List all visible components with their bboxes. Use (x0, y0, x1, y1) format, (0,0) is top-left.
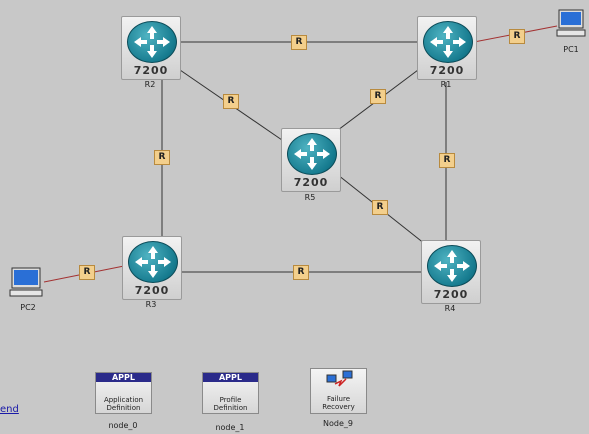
router-r4[interactable]: 7200 R4 (421, 240, 481, 316)
pc-pc2[interactable]: PC2 (8, 266, 48, 316)
router-model-label: 7200 (134, 284, 170, 297)
router-arrows-icon (127, 21, 177, 63)
link-badge-r2-r5[interactable]: R (223, 94, 239, 109)
profile-definition-icon: APPL Profile Definition (202, 372, 259, 414)
router-icon: 7200 (122, 236, 182, 300)
router-icon: 7200 (121, 16, 181, 80)
router-name: R1 (440, 80, 452, 89)
utility-subtitle: Definition (106, 404, 141, 412)
failure-recovery-icon: Failure Recovery (310, 368, 367, 414)
pc-name: PC2 (20, 303, 36, 312)
legend-link[interactable]: end (0, 404, 19, 415)
appl-header: APPL (96, 373, 151, 382)
pc-pc1[interactable]: PC1 (554, 8, 588, 58)
router-arrows-icon (427, 245, 477, 287)
utility-title: Profile (219, 396, 242, 404)
router-model-label: 7200 (433, 288, 469, 301)
pc-name: PC1 (563, 45, 579, 54)
application-definition-node[interactable]: APPL Application Definition node_0 (95, 372, 155, 432)
router-icon: 7200 (421, 240, 481, 304)
workstation-icon (9, 267, 43, 297)
router-arrows-icon (423, 21, 473, 63)
link-badge-r3-pc2[interactable]: R (79, 265, 95, 280)
router-model-label: 7200 (293, 176, 329, 189)
failure-recovery-node[interactable]: Failure Recovery Node_9 (310, 368, 367, 430)
router-name: R2 (144, 80, 156, 89)
link-badge-r1-r4[interactable]: R (439, 153, 455, 168)
utility-title: Application (103, 396, 144, 404)
router-icon: 7200 (281, 128, 341, 192)
router-name: R5 (304, 193, 316, 202)
utility-title: Failure (326, 395, 351, 403)
router-r5[interactable]: 7200 R5 (281, 128, 341, 204)
failure-link-icon (326, 370, 353, 387)
router-arrows-icon (287, 133, 337, 175)
link-badge-r3-r4[interactable]: R (293, 265, 309, 280)
link-badge-r1-r5[interactable]: R (370, 89, 386, 104)
router-r3[interactable]: 7200 R3 (122, 236, 182, 312)
appl-header: APPL (203, 373, 258, 382)
profile-definition-node[interactable]: APPL Profile Definition node_1 (202, 372, 262, 432)
utility-subtitle: Definition (213, 404, 248, 412)
router-icon: 7200 (417, 16, 477, 80)
link-badge-r1-pc1[interactable]: R (509, 29, 525, 44)
router-arrows-icon (128, 241, 178, 283)
application-definition-icon: APPL Application Definition (95, 372, 152, 414)
router-name: R3 (145, 300, 157, 309)
router-model-label: 7200 (429, 64, 465, 77)
router-name: R4 (444, 304, 456, 313)
node-label: node_0 (108, 421, 138, 430)
utility-subtitle: Recovery (322, 403, 355, 411)
router-model-label: 7200 (133, 64, 169, 77)
router-r2[interactable]: 7200 R2 (121, 16, 181, 92)
link-badge-r2-r3[interactable]: R (154, 150, 170, 165)
link-badge-r5-r4[interactable]: R (372, 200, 388, 215)
link-badge-r2-r1[interactable]: R (291, 35, 307, 50)
workstation-icon (556, 9, 586, 37)
router-r1[interactable]: 7200 R1 (417, 16, 477, 92)
node-label: node_1 (215, 423, 245, 432)
node-label: Node_9 (323, 419, 353, 428)
